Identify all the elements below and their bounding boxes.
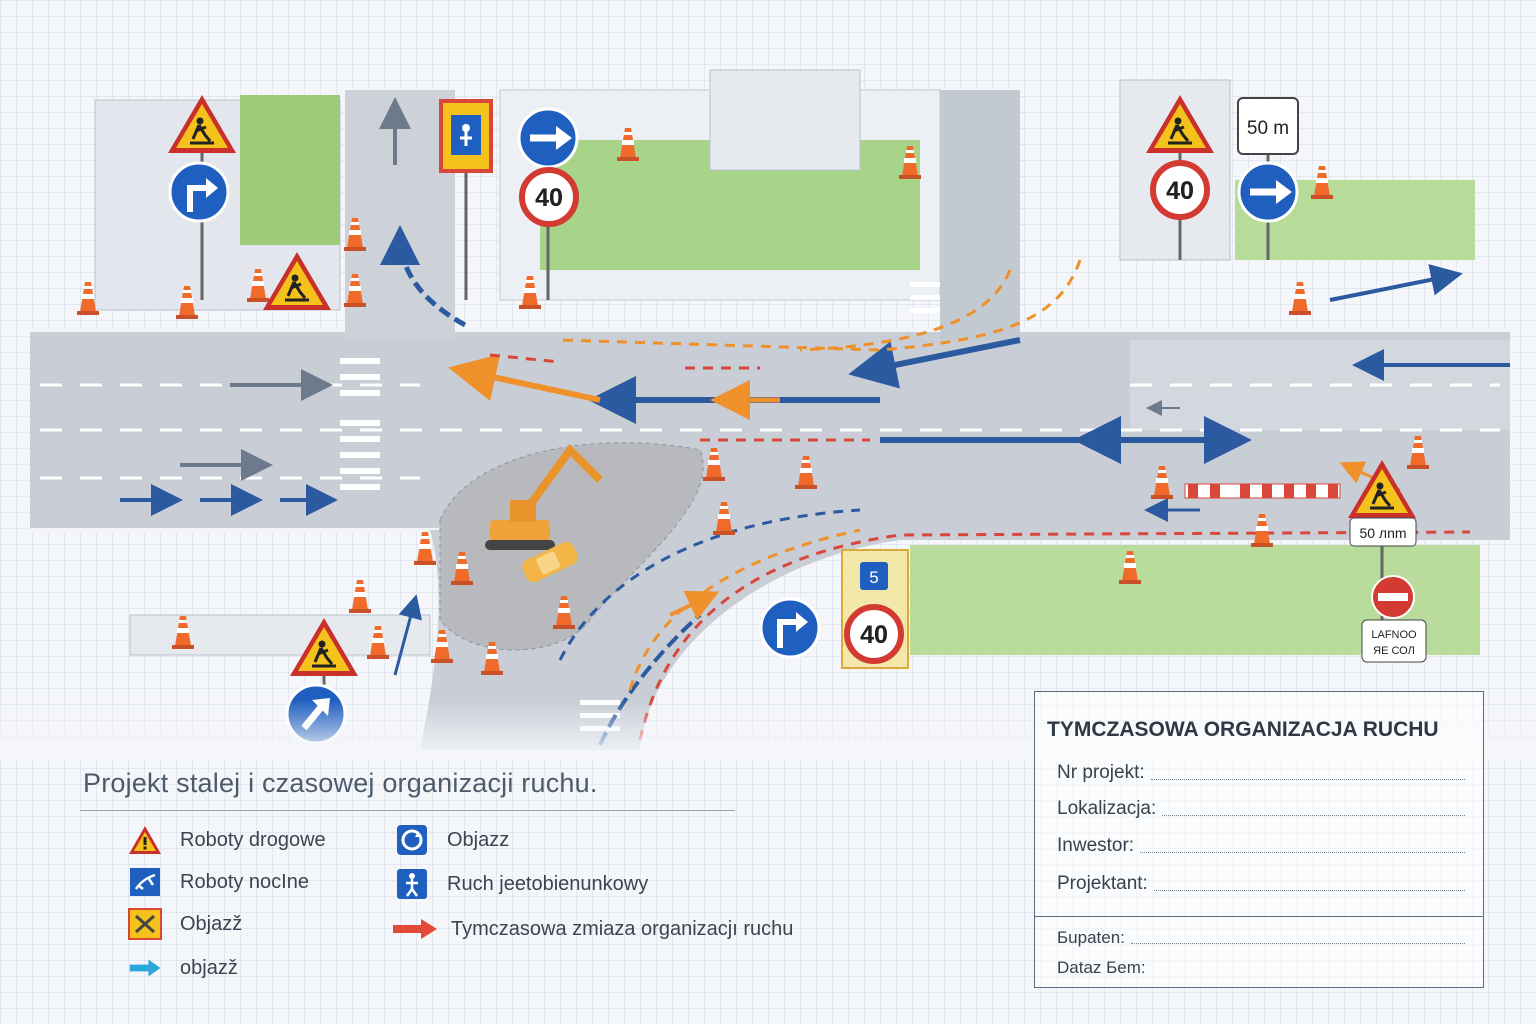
excavator <box>485 443 603 550</box>
field-investor: Inwestor: <box>1057 835 1465 857</box>
field-line <box>1130 928 1465 944</box>
legend-label: objazž <box>180 956 238 979</box>
lane-arrows <box>120 97 1180 516</box>
field-line <box>1140 835 1465 853</box>
field-line <box>1153 873 1465 891</box>
speed-limit-bottom: 40 <box>860 621 888 649</box>
no-entry-plate-line1: LAFNOO <box>1371 629 1417 641</box>
field-footer-2: Dataz Бem: <box>1057 958 1465 978</box>
legend-label: Roboty nocIne <box>180 870 309 893</box>
field-line <box>1162 798 1465 816</box>
legend-item-temporary-change: Tymczasowa zmiaza organizacjı ruchu <box>391 913 793 945</box>
legend-label: Tymczasowa zmiaza organizacjı ruchu <box>451 917 794 940</box>
temporary-change-arrow-icon <box>391 913 439 945</box>
legend-label: Objazž <box>180 912 243 935</box>
field-label: Projektant: <box>1057 873 1148 894</box>
title-block: TYMCZASOWA ORGANIZACJA RUCHU Nr projekt:… <box>1034 691 1484 988</box>
no-entry-plate-line2: ЯЕ СОЛ <box>1373 645 1415 657</box>
roadworks-warning-icon <box>128 824 162 856</box>
detour-arrow-icon <box>128 952 162 984</box>
legend-item-night-works: Roboty nocIne <box>128 866 309 898</box>
lane-markings <box>40 383 1500 480</box>
intersection-plan: 40 <box>0 69 1536 760</box>
legend-item-detour-circle: Objazz <box>395 824 509 856</box>
road-signs: 40 40 50 m 50 лnm LAFNOO ЯЕ СОЛ 5 40 <box>166 93 1427 745</box>
legend-label: Roboty drogowe <box>180 828 326 851</box>
car <box>522 541 578 583</box>
detour-yellow-icon <box>128 908 162 940</box>
routes <box>380 225 1510 746</box>
field-label: Inwestor: <box>1057 835 1135 856</box>
pedestrian-route-icon <box>395 868 429 900</box>
field-line <box>1150 762 1465 780</box>
legend-item-detour-yellow: Objazž <box>128 908 242 940</box>
legend-label: Objazz <box>447 828 510 851</box>
legend-item-detour-arrow: objazž <box>128 952 238 984</box>
field-location: Lokalizacja: <box>1057 798 1465 820</box>
legend-item-roadworks: Roboty drogowe <box>128 824 326 856</box>
night-works-icon <box>128 866 162 898</box>
speed-limit-top: 40 <box>535 184 563 212</box>
work-zone <box>439 442 704 651</box>
legend-item-pedestrian-route: Ruch jeetobienunkowy <box>395 868 648 900</box>
detour-circle-icon <box>395 824 429 856</box>
lane-number: 5 <box>869 568 878 587</box>
speed-limit-right: 40 <box>1166 177 1194 205</box>
distance-plate-right: 50 лnm <box>1359 525 1406 541</box>
field-designer: Projektant: <box>1057 873 1465 895</box>
field-label: Nr projekt: <box>1057 762 1145 783</box>
barriers <box>1184 483 1341 499</box>
title-divider <box>80 810 735 811</box>
title-block-heading: TYMCZASOWA ORGANIZACJA RUCHU <box>1047 718 1439 741</box>
field-label: Бupaten: <box>1057 928 1125 947</box>
field-footer-1: Бupaten: <box>1057 928 1465 948</box>
legend-label: Ruch jeetobienunkowy <box>447 872 649 895</box>
field-project-number: Nr projekt: <box>1057 762 1465 784</box>
diagram-title: Projekt stalej i czasowej organizacji ru… <box>83 768 598 798</box>
field-label: Dataz Бem: <box>1057 958 1146 977</box>
distance-plate-top: 50 m <box>1247 118 1289 139</box>
title-block-divider <box>1035 916 1483 917</box>
field-label: Lokalizacja: <box>1057 798 1157 819</box>
